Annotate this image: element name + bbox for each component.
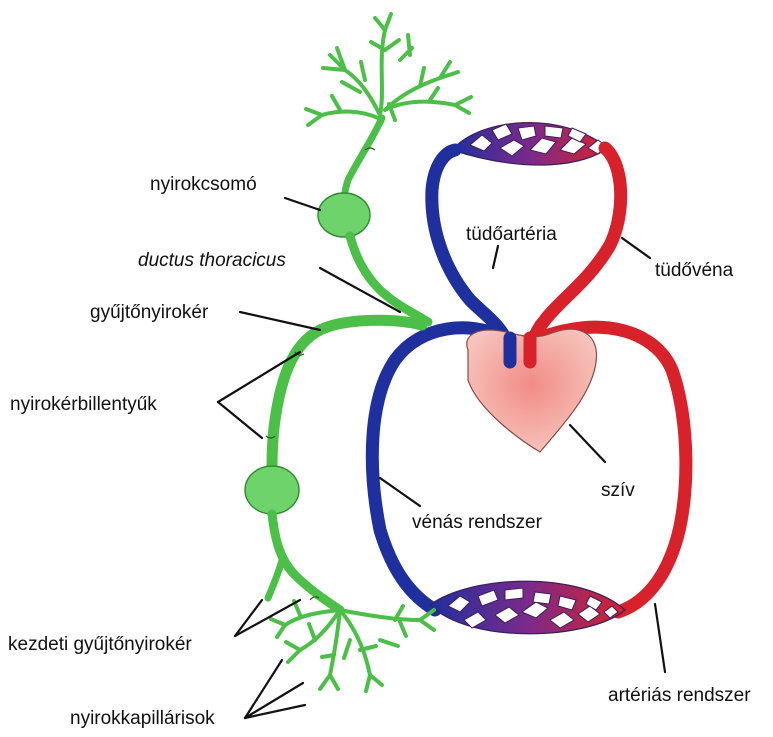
leader-lines [218, 198, 665, 718]
label-heart: szív [601, 480, 635, 501]
label-pulmonary-artery: tüdőartéria [466, 224, 557, 245]
systemic-capillary-bed [430, 581, 625, 634]
label-initial-collecting-vessel: kezdeti gyűjtőnyirokér [8, 634, 192, 655]
upper-lymph-node [318, 193, 370, 237]
label-pulmonary-vein: tüdővéna [655, 260, 734, 281]
label-lymph-node: nyirokcsomó [150, 174, 257, 195]
label-collecting-vessel: gyűjtőnyirokér [90, 302, 209, 323]
label-venous-system: vénás rendszer [412, 512, 543, 533]
label-lymph-valves: nyirokérbillentyűk [10, 394, 157, 415]
upper-lymph-capillary-tree [306, 14, 471, 125]
lower-lymph-capillary-tree [271, 601, 434, 691]
upper-lymph-vessel [345, 118, 382, 200]
pulmonary-capillary-bed [452, 123, 608, 165]
thoracic-duct-vessel [350, 236, 428, 322]
initial-collecting-vessel [268, 560, 282, 598]
collecting-lymph-vessel [272, 320, 422, 470]
labels: nyirokcsomó ductus thoracicus gyűjtőnyir… [8, 174, 751, 729]
label-lymph-capillaries: nyirokkapillárisok [70, 708, 215, 729]
lymphatic-system [245, 14, 471, 691]
label-thoracic-duct: ductus thoracicus [138, 250, 286, 271]
lower-lymph-node [245, 466, 299, 514]
blood-circulation [372, 123, 686, 634]
label-arterial-system: artériás rendszer [608, 685, 751, 706]
